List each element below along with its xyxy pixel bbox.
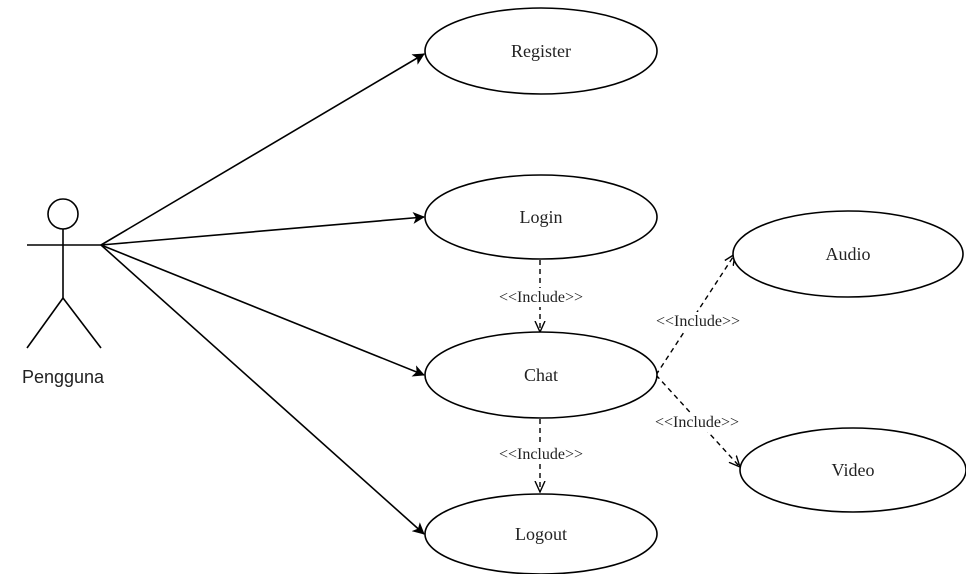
actor-head <box>47 198 79 230</box>
use-case-register-label: Register <box>511 41 571 61</box>
use-case-chat-label: Chat <box>524 365 558 385</box>
use-case-video-label: Video <box>832 460 875 480</box>
include-chat-video <box>655 374 740 467</box>
svg-text:<<Include>>: <<Include>> <box>499 446 583 463</box>
assoc-logout <box>100 244 425 535</box>
assoc-chat <box>100 244 425 377</box>
svg-text:<<Include>>: <<Include>> <box>499 289 583 306</box>
use-case-register[interactable]: Register <box>424 7 658 95</box>
include-label-chat-logout: <<Include>> <box>486 445 596 464</box>
use-case-logout[interactable]: Logout <box>424 493 658 574</box>
assoc-login <box>100 211 425 246</box>
use-case-audio[interactable]: Audio <box>732 210 964 298</box>
use-case-login[interactable]: Login <box>424 174 658 260</box>
use-case-login-label: Login <box>520 207 563 227</box>
include-label-login-chat: <<Include>> <box>486 288 596 307</box>
svg-text:<<Include>>: <<Include>> <box>656 313 740 330</box>
use-case-logout-label: Logout <box>515 524 567 544</box>
actor-label: Pengguna <box>22 367 105 387</box>
svg-text:<<Include>>: <<Include>> <box>655 414 739 431</box>
actor-right-leg <box>62 297 102 349</box>
assoc-register <box>100 53 425 246</box>
include-label-chat-video: <<Include>> <box>638 413 756 432</box>
include-label-chat-audio: <<Include>> <box>640 312 756 331</box>
use-case-video[interactable]: Video <box>739 427 966 513</box>
use-case-audio-label: Audio <box>826 244 871 264</box>
actor-left-leg <box>26 297 64 349</box>
actor-pengguna[interactable]: Pengguna <box>22 198 105 387</box>
use-case-chat[interactable]: Chat <box>424 331 658 419</box>
